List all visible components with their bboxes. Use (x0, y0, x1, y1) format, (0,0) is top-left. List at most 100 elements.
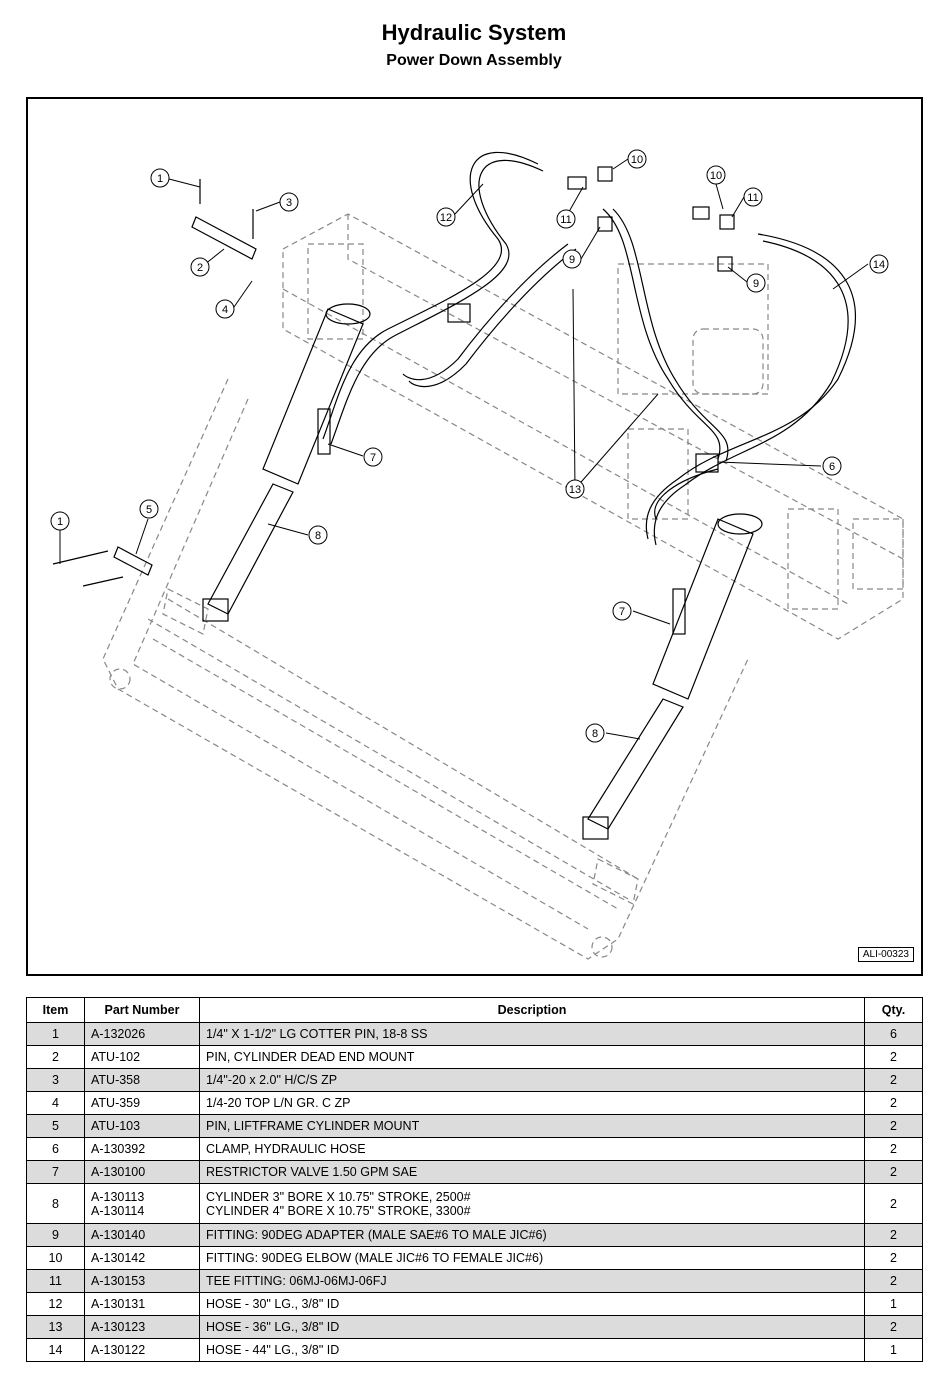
cell-description: RESTRICTOR VALVE 1.50 GPM SAE (199, 1160, 865, 1184)
callout-label: 6 (829, 461, 835, 473)
cell-description: HOSE - 30" LG., 3/8" ID (199, 1292, 865, 1316)
cell-item: 4 (26, 1091, 85, 1115)
callout-11a: 11 (556, 209, 576, 229)
cell-description: PIN, LIFTFRAME CYLINDER MOUNT (199, 1114, 865, 1138)
callout-12: 12 (436, 207, 456, 227)
callout-8b: 8 (585, 723, 605, 743)
callout-label: 14 (873, 259, 885, 271)
callout-label: 10 (710, 170, 722, 182)
callout-10b: 10 (706, 165, 726, 185)
callout-4: 4 (215, 299, 235, 319)
cell-qty: 6 (864, 1022, 923, 1046)
callout-label: 3 (286, 197, 292, 209)
description-line: CYLINDER 3" BORE X 10.75" STROKE, 2500# (206, 1189, 471, 1204)
table-row: 14 A-130122 HOSE - 44" LG., 3/8" ID 1 (26, 1338, 923, 1362)
callout-label: 4 (222, 304, 228, 316)
cell-part-number: A-130392 (84, 1137, 200, 1161)
callout-label: 1 (157, 173, 163, 185)
cell-qty: 2 (864, 1246, 923, 1270)
cell-description: 1/4-20 TOP L/N GR. C ZP (199, 1091, 865, 1115)
table-row: 12 A-130131 HOSE - 30" LG., 3/8" ID 1 (26, 1292, 923, 1316)
cell-item: 14 (26, 1338, 85, 1362)
callout-1b: 1 (50, 511, 70, 531)
callout-label: 5 (146, 504, 152, 516)
table-row: 9 A-130140 FITTING: 90DEG ADAPTER (MALE … (26, 1223, 923, 1247)
cell-part-number: A-130131 (84, 1292, 200, 1316)
callout-label: 9 (569, 254, 575, 266)
part-number-line: A-130114 (91, 1203, 145, 1218)
cell-item: 1 (26, 1022, 85, 1046)
cell-item: 2 (26, 1045, 85, 1069)
parts-list-table: Item Part Number Description Qty. 1 A-13… (26, 997, 923, 1362)
cell-qty: 2 (864, 1223, 923, 1247)
cell-part-number: A-130140 (84, 1223, 200, 1247)
callout-label: 2 (197, 262, 203, 274)
callout-label: 9 (753, 278, 759, 290)
part-number-line: A-130113 (91, 1189, 145, 1204)
cell-part-number: A-130113 A-130114 (84, 1183, 200, 1224)
table-row: 11 A-130153 TEE FITTING: 06MJ-06MJ-06FJ … (26, 1269, 923, 1293)
cell-part-number: ATU-359 (84, 1091, 200, 1115)
callout-13: 13 (565, 479, 585, 499)
callout-label: 10 (631, 154, 643, 166)
cell-description: FITTING: 90DEG ELBOW (MALE JIC#6 TO FEMA… (199, 1246, 865, 1270)
callout-14: 14 (869, 254, 889, 274)
cell-item: 7 (26, 1160, 85, 1184)
cell-qty: 2 (864, 1091, 923, 1115)
cell-description: 1/4" X 1-1/2" LG COTTER PIN, 18-8 SS (199, 1022, 865, 1046)
cell-item: 8 (26, 1183, 85, 1224)
callout-11b: 11 (743, 187, 763, 207)
table-header-row: Item Part Number Description Qty. (26, 997, 923, 1023)
table-row: 2 ATU-102 PIN, CYLINDER DEAD END MOUNT 2 (26, 1045, 923, 1069)
callout-label: 11 (560, 214, 571, 226)
cell-item: 10 (26, 1246, 85, 1270)
table-row: 1 A-132026 1/4" X 1-1/2" LG COTTER PIN, … (26, 1022, 923, 1046)
callout-8a: 8 (308, 525, 328, 545)
callout-3: 3 (279, 192, 299, 212)
table-row: 4 ATU-359 1/4-20 TOP L/N GR. C ZP 2 (26, 1091, 923, 1115)
assembly-diagram: 1 2 3 4 1 5 7 8 12 11 10 9 10 11 9 14 13… (26, 97, 923, 976)
callout-label: 8 (315, 530, 321, 542)
cell-part-number: A-130100 (84, 1160, 200, 1184)
callout-label: 8 (592, 728, 598, 740)
cell-description: 1/4"-20 x 2.0" H/C/S ZP (199, 1068, 865, 1092)
callout-label: 7 (370, 452, 376, 464)
cell-description: PIN, CYLINDER DEAD END MOUNT (199, 1045, 865, 1069)
table-row: 10 A-130142 FITTING: 90DEG ELBOW (MALE J… (26, 1246, 923, 1270)
callout-7b: 7 (612, 601, 632, 621)
cell-item: 6 (26, 1137, 85, 1161)
table-row: 6 A-130392 CLAMP, HYDRAULIC HOSE 2 (26, 1137, 923, 1161)
cell-item: 9 (26, 1223, 85, 1247)
cell-qty: 2 (864, 1269, 923, 1293)
cell-description: CLAMP, HYDRAULIC HOSE (199, 1137, 865, 1161)
cell-qty: 2 (864, 1183, 923, 1224)
callout-bubbles: 1 2 3 4 1 5 7 8 12 11 10 9 10 11 9 14 13… (50, 149, 889, 743)
cell-qty: 2 (864, 1160, 923, 1184)
cell-item: 12 (26, 1292, 85, 1316)
table-row: 5 ATU-103 PIN, LIFTFRAME CYLINDER MOUNT … (26, 1114, 923, 1138)
cell-part-number: ATU-102 (84, 1045, 200, 1069)
callout-label: 12 (440, 212, 452, 224)
leader-lines (59, 158, 869, 740)
cell-description: FITTING: 90DEG ADAPTER (MALE SAE#6 TO MA… (199, 1223, 865, 1247)
cell-qty: 2 (864, 1315, 923, 1339)
table-row: 7 A-130100 RESTRICTOR VALVE 1.50 GPM SAE… (26, 1160, 923, 1184)
cell-part-number: A-130142 (84, 1246, 200, 1270)
cell-part-number: A-130123 (84, 1315, 200, 1339)
cell-description: TEE FITTING: 06MJ-06MJ-06FJ (199, 1269, 865, 1293)
cell-description: CYLINDER 3" BORE X 10.75" STROKE, 2500# … (199, 1183, 865, 1224)
cell-qty: 2 (864, 1114, 923, 1138)
table-row: 8 A-130113 A-130114 CYLINDER 3" BORE X 1… (26, 1183, 923, 1224)
cell-qty: 1 (864, 1292, 923, 1316)
exploded-view-drawing: 1 2 3 4 1 5 7 8 12 11 10 9 10 11 9 14 13… (50, 149, 904, 960)
callout-7a: 7 (363, 447, 383, 467)
cell-part-number: ATU-103 (84, 1114, 200, 1138)
cell-item: 13 (26, 1315, 85, 1339)
cell-qty: 2 (864, 1137, 923, 1161)
description-line: CYLINDER 4" BORE X 10.75" STROKE, 3300# (206, 1203, 471, 1218)
hydraulic-components (52, 152, 856, 840)
callout-label: 11 (747, 192, 758, 204)
callout-9b: 9 (746, 273, 766, 293)
callout-label: 7 (619, 606, 625, 618)
cell-item: 3 (26, 1068, 85, 1092)
